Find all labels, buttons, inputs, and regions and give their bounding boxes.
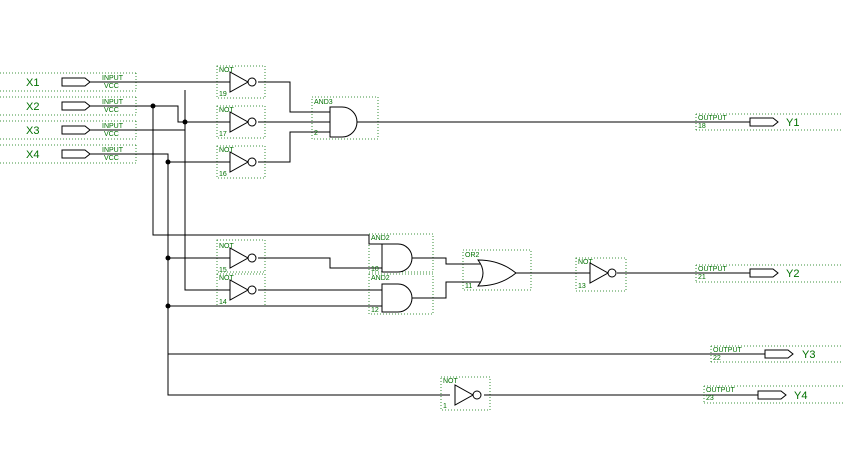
input-x3-label: X3	[26, 125, 39, 137]
not-gate-19[interactable]: NOT 19	[219, 67, 257, 98]
input-x3-value: VCC	[104, 131, 119, 138]
not-19-type: NOT	[219, 67, 235, 74]
not-gate-15[interactable]: NOT 15	[219, 243, 257, 274]
output-y1-pin-shape	[749, 117, 779, 127]
not-gate-1[interactable]: NOT 1	[443, 378, 482, 410]
not-15-bubble	[247, 253, 257, 263]
input-x1-pin-shape	[61, 77, 91, 87]
output-y4-num: 23	[706, 395, 714, 402]
input-x2[interactable]: X2 INPUT VCC	[26, 99, 124, 114]
output-y3-type: OUTPUT	[713, 347, 743, 354]
or2-gate-11[interactable]: OR2 11	[465, 252, 517, 290]
or2-body	[476, 259, 517, 287]
and2-gate-12[interactable]: AND2 12	[371, 275, 413, 314]
output-y1-label: Y1	[786, 117, 799, 129]
not-19-bubble	[247, 77, 257, 87]
wires	[90, 81, 765, 396]
not-16-type: NOT	[219, 147, 235, 154]
output-y3-pin-shape	[764, 349, 794, 359]
output-y3-label: Y3	[802, 349, 815, 361]
not-17-triangle	[229, 111, 250, 133]
not-13-bubble	[607, 268, 617, 278]
not-1-type: NOT	[443, 378, 459, 385]
input-x3[interactable]: X3 INPUT VCC	[26, 123, 124, 138]
output-y2[interactable]: OUTPUT 21 Y2	[698, 266, 799, 281]
input-x1-type: INPUT	[102, 75, 124, 82]
input-x3-type: INPUT	[102, 123, 124, 130]
not-1-bubble	[472, 390, 482, 400]
not-14-num: 14	[219, 299, 227, 306]
and3-gate-2[interactable]: AND3 2	[314, 99, 358, 138]
output-y1[interactable]: OUTPUT 18 Y1	[698, 115, 799, 130]
not-19-num: 19	[219, 91, 227, 98]
output-y4-type: OUTPUT	[706, 387, 736, 394]
gate-frames	[216, 65, 627, 411]
output-y3-num: 22	[713, 355, 721, 362]
or2-type: OR2	[465, 252, 480, 259]
and3-body	[329, 106, 358, 138]
output-y1-num: 18	[698, 123, 706, 130]
input-x3-pin-shape	[61, 125, 91, 135]
output-frames	[695, 113, 843, 404]
not-16-triangle	[229, 151, 250, 173]
and2-12-body	[381, 283, 413, 313]
not-16-num: 16	[219, 171, 227, 178]
input-x4-pin-shape	[61, 149, 91, 159]
input-x4-type: INPUT	[102, 147, 124, 154]
input-x4-label: X4	[26, 149, 39, 161]
not-1-num: 1	[443, 403, 447, 410]
and2-10-type: AND2	[371, 235, 390, 242]
and2-12-type: AND2	[371, 275, 390, 282]
not-gate-16[interactable]: NOT 16	[219, 147, 257, 178]
output-y2-num: 21	[698, 274, 706, 281]
or2-num: 11	[465, 283, 472, 290]
not-13-type: NOT	[578, 259, 594, 266]
output-y4-pin-shape	[757, 390, 787, 400]
input-x2-type: INPUT	[102, 99, 124, 106]
not-15-num: 15	[219, 267, 227, 274]
output-y2-pin-shape	[749, 268, 779, 278]
not-gate-17[interactable]: NOT 17	[219, 107, 257, 138]
input-x2-value: VCC	[104, 107, 119, 114]
not-17-type: NOT	[219, 107, 235, 114]
output-y1-type: OUTPUT	[698, 115, 728, 122]
not-14-type: NOT	[219, 275, 235, 282]
not-15-triangle	[229, 247, 250, 269]
input-x4-value: VCC	[104, 155, 119, 162]
not-gate-13[interactable]: NOT 13	[578, 259, 617, 290]
and2-10-body	[381, 243, 413, 273]
not-13-num: 13	[578, 283, 586, 290]
output-y2-type: OUTPUT	[698, 266, 728, 273]
input-x4[interactable]: X4 INPUT VCC	[26, 147, 124, 162]
and2-gate-10[interactable]: AND2 10	[371, 235, 413, 273]
not-17-bubble	[247, 117, 257, 127]
input-x1[interactable]: X1 INPUT VCC	[26, 75, 124, 90]
not-15-type: NOT	[219, 243, 235, 250]
input-x2-pin-shape	[61, 101, 91, 111]
not-14-bubble	[247, 285, 257, 295]
and3-num: 2	[314, 130, 318, 137]
input-x1-label: X1	[26, 77, 39, 89]
output-y4[interactable]: OUTPUT 23 Y4	[706, 387, 807, 402]
junctions	[150, 103, 188, 309]
not-19-triangle	[229, 71, 250, 93]
not-gate-14[interactable]: NOT 14	[219, 275, 257, 306]
output-y3[interactable]: OUTPUT 22 Y3	[713, 347, 815, 362]
not-14-triangle	[229, 279, 250, 301]
not-17-num: 17	[219, 131, 227, 138]
and2-10-num: 10	[371, 266, 379, 273]
not-16-bubble	[247, 157, 257, 167]
output-y4-label: Y4	[794, 390, 807, 402]
and3-type: AND3	[314, 99, 333, 106]
output-y2-label: Y2	[786, 268, 799, 280]
and2-12-num: 12	[371, 307, 379, 314]
input-x2-label: X2	[26, 101, 39, 113]
not-1-triangle	[454, 384, 475, 406]
not-13-triangle	[589, 262, 610, 284]
input-x1-value: VCC	[104, 83, 119, 90]
